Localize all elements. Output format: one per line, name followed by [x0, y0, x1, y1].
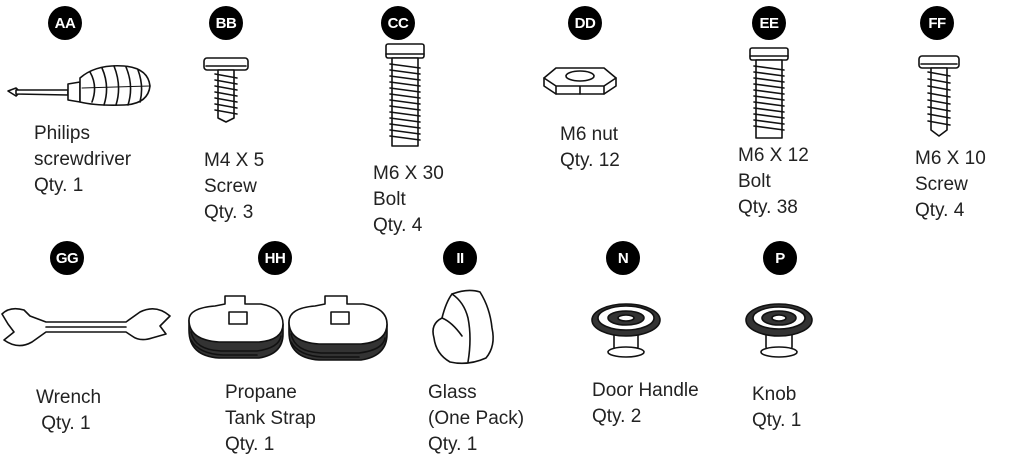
- part-code-badge: CC: [381, 6, 415, 40]
- door-handle-icon: [591, 303, 661, 358]
- part-label: Glass(One Pack)Qty. 1: [428, 382, 525, 455]
- hex-nut-icon: [543, 67, 617, 95]
- knob-icon: [745, 303, 813, 358]
- glass-icon: [432, 289, 494, 365]
- tank-strap-icon: [188, 295, 388, 361]
- part-code-badge: FF: [920, 6, 954, 40]
- screwdriver-icon: [7, 64, 151, 106]
- part-code-badge: II: [443, 241, 477, 275]
- wrench-icon: [1, 307, 171, 347]
- part-code-badge: N: [606, 241, 640, 275]
- part-code-badge: BB: [209, 6, 243, 40]
- screw-icon: [918, 55, 960, 137]
- long-bolt-icon: [385, 43, 425, 147]
- screw-icon: [203, 57, 249, 123]
- bolt-icon: [749, 47, 789, 139]
- part-code-badge: P: [763, 241, 797, 275]
- part-label: Wrench Qty. 1: [36, 387, 102, 434]
- part-code-badge: GG: [50, 241, 84, 275]
- part-code-badge: HH: [258, 241, 292, 275]
- part-code-badge: EE: [752, 6, 786, 40]
- part-code-badge: AA: [48, 6, 82, 40]
- part-code-badge: DD: [568, 6, 602, 40]
